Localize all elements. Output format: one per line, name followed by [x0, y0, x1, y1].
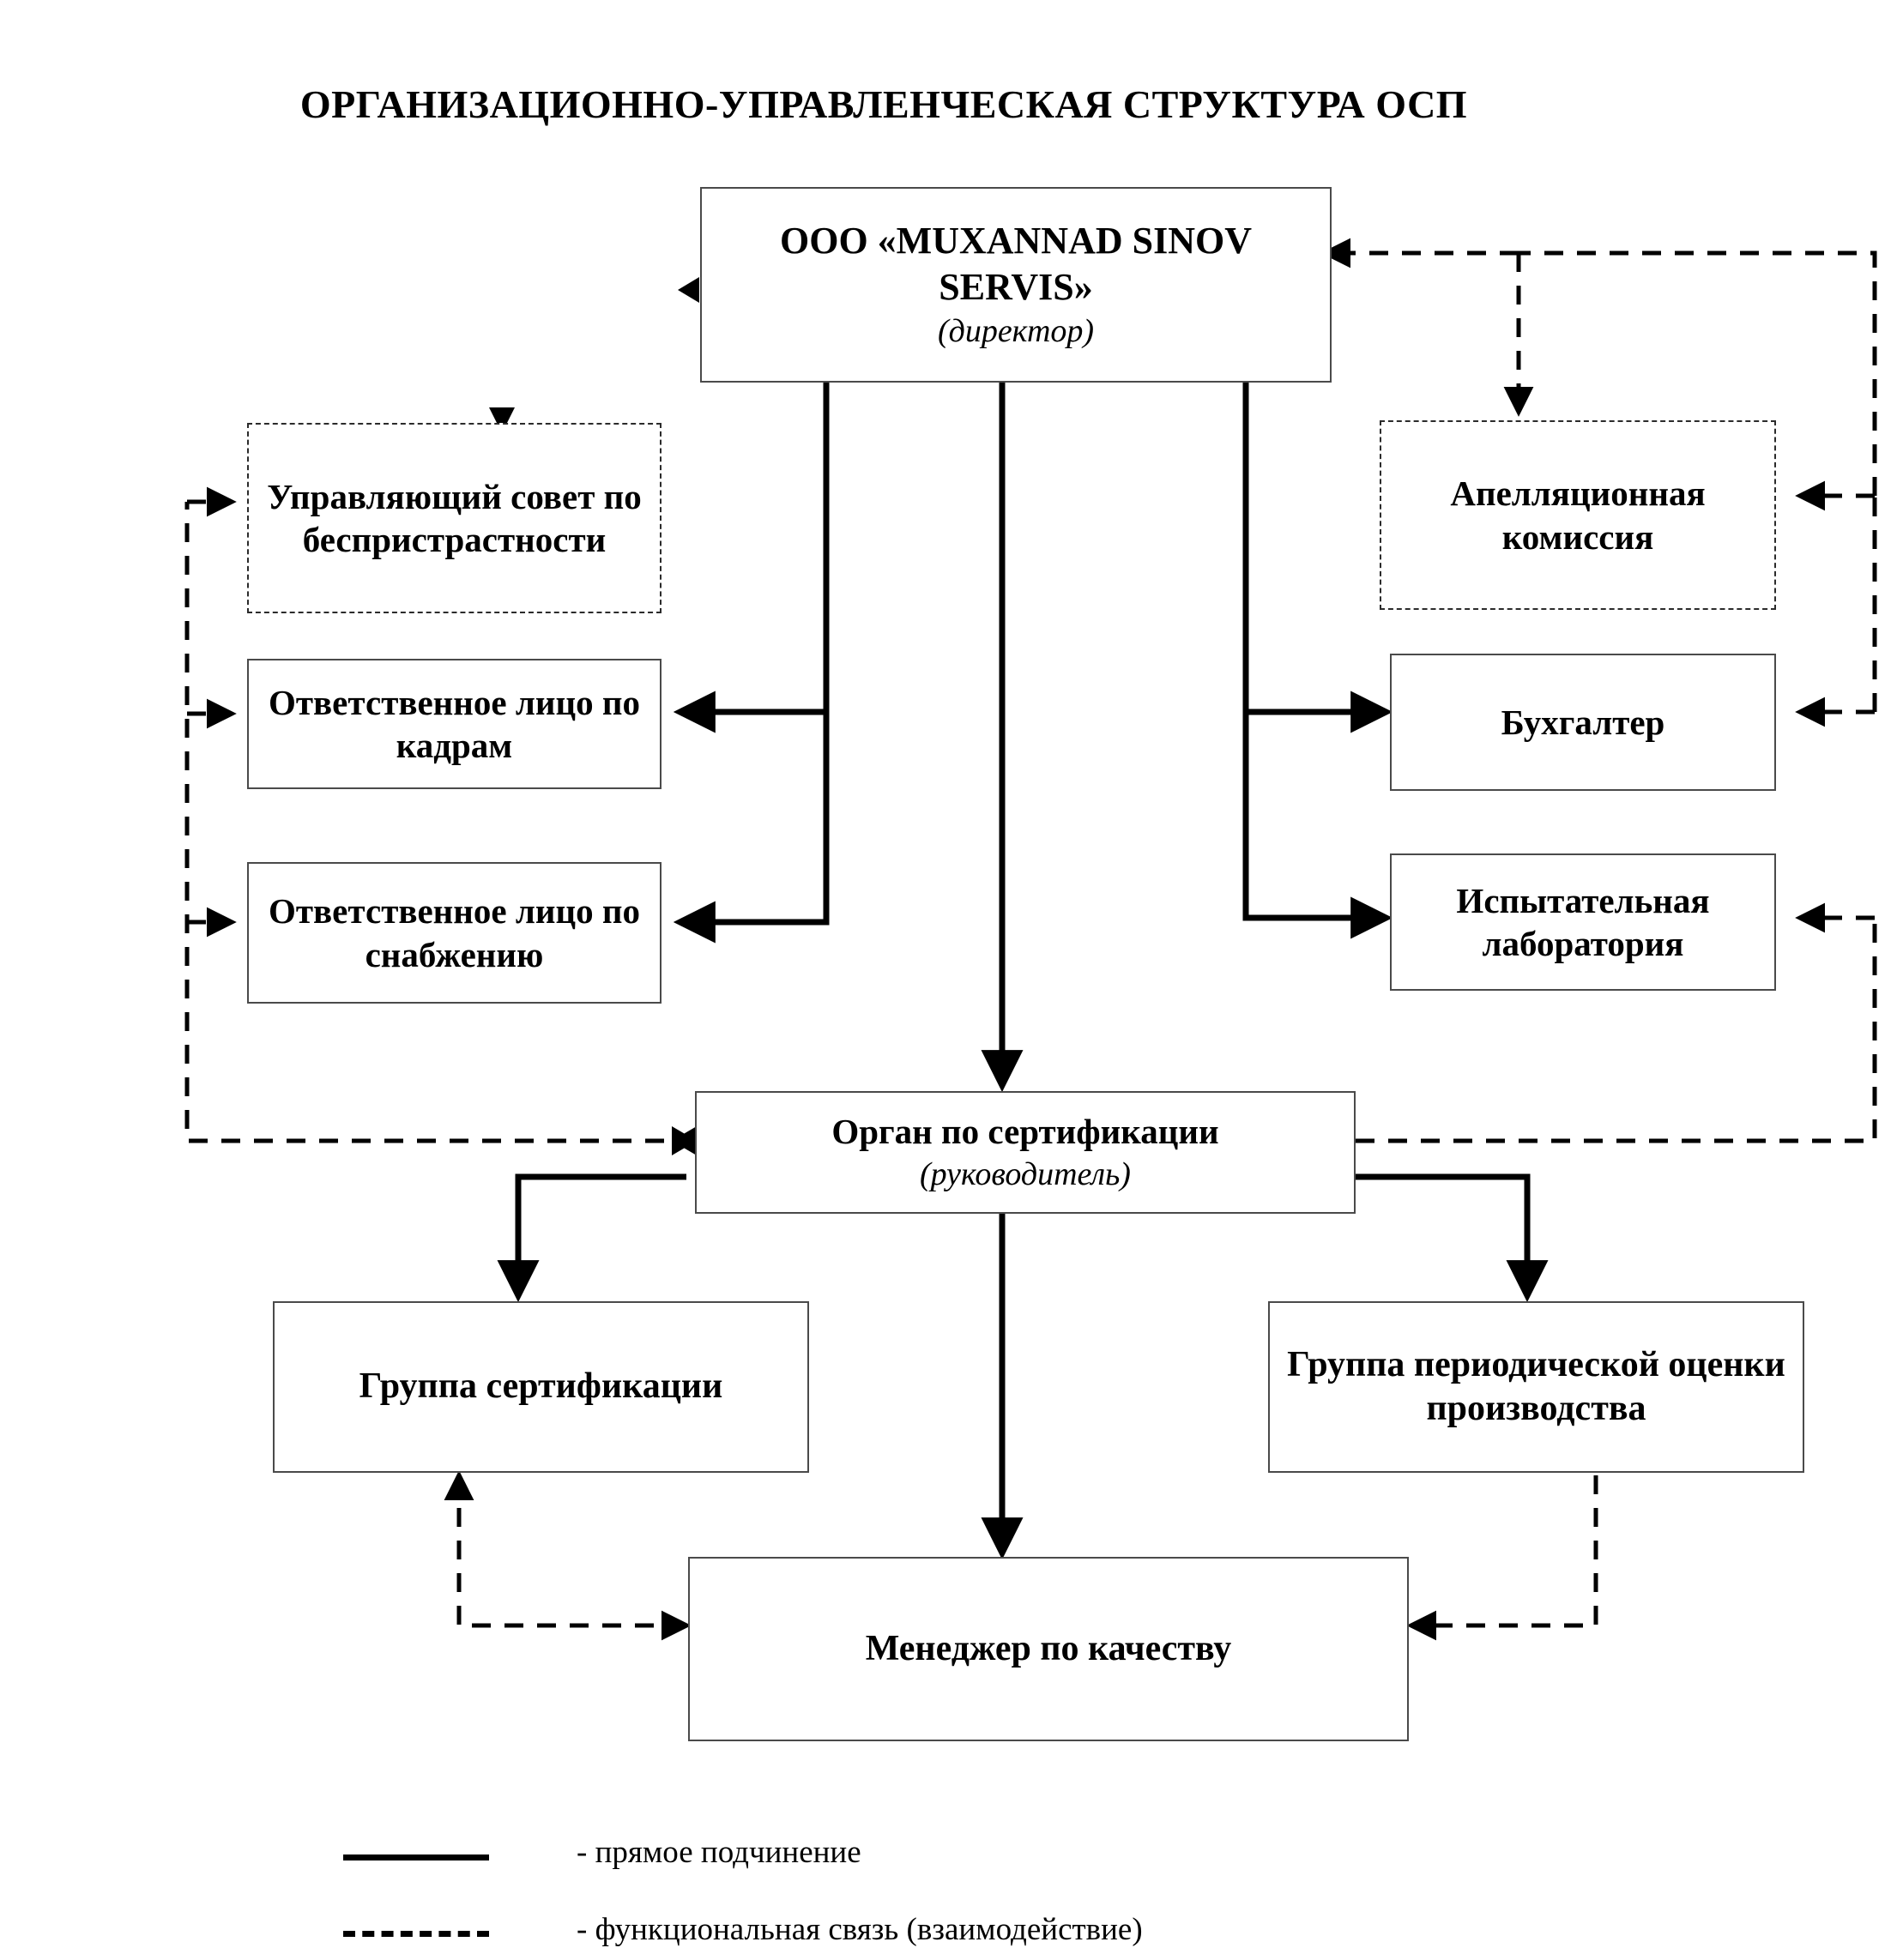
legend-solid-label: - прямое подчинение: [577, 1835, 861, 1870]
director-left-arrowhead: [678, 277, 699, 303]
node-certification-group-label: Группа сертификации: [359, 1366, 723, 1407]
legend-dashed-label: - функциональная связь (взаимодействие): [577, 1912, 1143, 1947]
node-certification-body-role: (руководитель): [920, 1156, 1131, 1193]
legend-solid-line-sample: [343, 1854, 489, 1860]
node-accountant[interactable]: Бухгалтер: [1390, 654, 1776, 791]
node-testing-lab[interactable]: Испытательная лаборатория: [1390, 853, 1776, 991]
node-director-role: (директор): [937, 313, 1095, 350]
node-testing-lab-label: Испытательная лаборатория: [1456, 880, 1710, 963]
legend-dashed-line-sample: [343, 1931, 489, 1937]
node-certification-body-label: Орган по сертификации: [831, 1112, 1219, 1152]
certbody-left-arrowhead: [672, 1126, 697, 1155]
node-impartiality-council[interactable]: Управляющий совет по беспристрастности: [247, 423, 662, 613]
node-supply-officer-label: Ответственное лицо по снабжению: [268, 891, 640, 974]
node-supply-officer[interactable]: Ответственное лицо по снабжению: [247, 862, 662, 1004]
node-director[interactable]: ООО «MUXANNAD SINOV SERVIS» (директор): [700, 187, 1332, 383]
node-appeal-commission[interactable]: Апелляционная комиссия: [1380, 420, 1776, 610]
page-title: ОРГАНИЗАЦИОННО-УПРАВЛЕНЧЕСКАЯ СТРУКТУРА …: [299, 82, 1468, 126]
node-certification-body[interactable]: Орган по сертификации (руководитель): [695, 1091, 1356, 1214]
node-accountant-label: Бухгалтер: [1501, 702, 1665, 742]
node-impartiality-council-label: Управляющий совет по беспристрастности: [267, 476, 642, 559]
node-quality-manager-label: Менеджер по качеству: [865, 1628, 1232, 1668]
node-appeal-commission-label: Апелляционная комиссия: [1450, 473, 1706, 557]
node-hr-officer-label: Ответственное лицо по кадрам: [268, 682, 640, 765]
node-periodic-assessment-group-label: Группа периодической оценки производства: [1287, 1344, 1785, 1428]
node-quality-manager[interactable]: Менеджер по качеству: [688, 1557, 1409, 1741]
node-certification-group[interactable]: Группа сертификации: [273, 1301, 809, 1473]
node-hr-officer[interactable]: Ответственное лицо по кадрам: [247, 659, 662, 789]
node-director-label: ООО «MUXANNAD SINOV SERVIS»: [780, 220, 1252, 308]
node-periodic-assessment-group[interactable]: Группа периодической оценки производства: [1268, 1301, 1804, 1473]
